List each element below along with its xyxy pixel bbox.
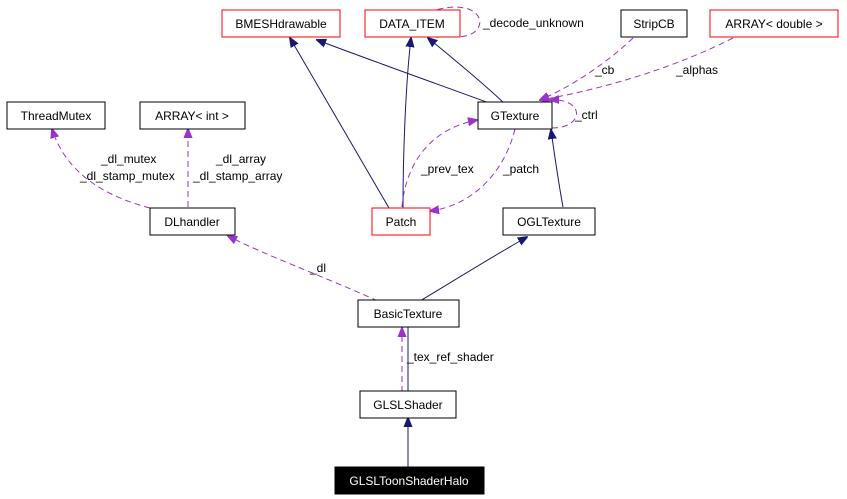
- edge-label-cb: _cb: [594, 63, 615, 77]
- edge-label-dl: _dl: [309, 261, 326, 275]
- edge-label-tex-ref-shader: _tex_ref_shader: [406, 350, 494, 364]
- edge-label-ctrl: _ctrl: [574, 108, 598, 122]
- edge-patch-to-data-item: [402, 38, 411, 209]
- edge-label-decode-unknown: _decode_unknown: [482, 16, 584, 30]
- edge-stripcb-to-gtexture-cb: [540, 37, 634, 100]
- edge-dlhandler-to-basictexture-dl: [228, 236, 379, 302]
- node-glsl-toon-shader-halo[interactable]: GLSLToonShaderHalo: [334, 466, 485, 495]
- edge-label-alphas: _alphas: [675, 63, 718, 77]
- node-label: GTexture: [491, 109, 540, 123]
- node-label: GLSLShader: [373, 398, 442, 412]
- node-glslshader[interactable]: GLSLShader: [359, 390, 457, 419]
- edge-gtexture-to-data-item: [428, 38, 506, 105]
- node-basictexture[interactable]: BasicTexture: [357, 299, 460, 328]
- edge-ogltexture-to-gtexture: [551, 130, 564, 208]
- edge-label-dl-array: _dl_array: [215, 152, 266, 166]
- node-dlhandler[interactable]: DLhandler: [149, 207, 236, 236]
- node-data-item[interactable]: DATA_ITEM: [364, 9, 461, 38]
- node-patch[interactable]: Patch: [371, 207, 431, 236]
- edge-data-item-self-decode-unknown: [427, 6, 481, 37]
- node-stripcb[interactable]: StripCB: [620, 9, 688, 38]
- edge-label-prev-tex: _prev_tex: [420, 162, 474, 176]
- node-label: Patch: [386, 215, 417, 229]
- edge-label-dl-stamp-mutex: _dl_stamp_mutex: [79, 169, 175, 183]
- node-label: BMESHdrawable: [235, 17, 327, 31]
- node-label: ARRAY< int >: [155, 109, 229, 123]
- node-label: DLhandler: [164, 215, 219, 229]
- edge-label-dl-stamp-array: _dl_stamp_array: [192, 169, 282, 183]
- edge-label-patch: _patch: [502, 162, 539, 176]
- node-label: StripCB: [633, 17, 674, 31]
- edge-gtexture-self-ctrl: [550, 100, 577, 129]
- node-array-int[interactable]: ARRAY< int >: [139, 101, 246, 130]
- node-gtexture[interactable]: GTexture: [477, 101, 553, 130]
- edge-gtexture-to-bmesh: [317, 40, 493, 105]
- node-label: OGLTexture: [517, 215, 581, 229]
- edge-label-dl-mutex: _dl_mutex: [100, 152, 156, 166]
- node-label: GLSLToonShaderHalo: [349, 474, 469, 488]
- node-label: BasicTexture: [374, 307, 443, 321]
- edge-patch-to-bmesh: [290, 38, 390, 209]
- node-threadmutex[interactable]: ThreadMutex: [6, 101, 106, 130]
- edge-gtexture-to-patch-patch: [430, 128, 516, 211]
- node-label: ARRAY< double >: [725, 17, 822, 31]
- edge-patch-to-gtexture-prev-tex: [401, 120, 477, 208]
- node-label: ThreadMutex: [21, 109, 92, 123]
- node-ogltexture[interactable]: OGLTexture: [502, 207, 596, 236]
- node-label: DATA_ITEM: [379, 17, 445, 31]
- node-array-double[interactable]: ARRAY< double >: [709, 9, 839, 38]
- edge-basictexture-to-ogltexture: [419, 237, 527, 302]
- edge-array-double-to-gtexture-alphas: [540, 37, 734, 100]
- node-bmesh-drawable[interactable]: BMESHdrawable: [221, 9, 341, 38]
